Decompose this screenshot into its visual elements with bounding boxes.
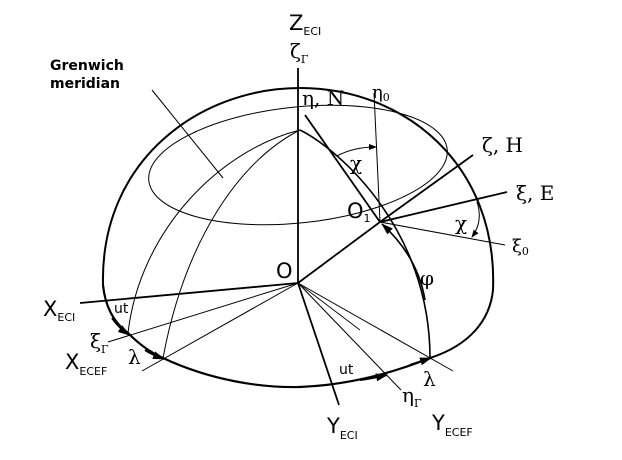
x-ecef-label: XECEF [65,350,107,378]
lambda-arrow-bottom [409,357,432,366]
xi-e-axis [379,191,508,223]
zeta-h-axis [379,154,474,223]
xi-g-line [107,282,299,343]
lambda-arrow-left [144,349,165,360]
chi-top-label: χ [350,151,362,175]
lambda-bottom-label: λ [423,367,436,391]
xi0-label: ξ0 [512,236,529,258]
north-axis [304,114,381,223]
origin-label: O [276,259,293,283]
lambda-left-label: λ [128,345,141,369]
chi-arc-right [471,201,480,238]
chi-right-label: χ [455,211,467,235]
ut-left-label: ut [114,301,129,317]
xi0-line [379,221,506,246]
greenwich-meridian [162,129,301,359]
o1-label: O1 [347,199,371,225]
x-ecef-line [141,282,299,372]
extra-ray [297,282,361,331]
ut-bottom-label: ut [339,362,354,378]
xi-g-label: ξΓ [90,329,109,356]
o-to-o1 [297,221,381,284]
latitude-parallel [148,104,448,226]
ut-arrow-bottom [359,373,388,382]
eta-n-label: η, N [302,86,344,110]
y-eci-axis [297,282,340,406]
eta-g-label: ηΓ [402,383,422,410]
y-eci-label: YECI [326,414,358,442]
meridian-eci [127,129,301,334]
greenwich-label-line1: Grenwich [50,58,124,74]
hemisphere-outline [101,86,495,359]
zeta-g-label: ζΓ [290,39,309,66]
x-eci-axis [79,282,299,304]
greenwich-label-line2: meridian [50,76,120,92]
ut-arrow-left [111,317,130,336]
zeta-h-label: ζ, H [482,133,523,157]
chi-arc-top [336,144,377,157]
z-eci-label: ZECI [289,11,321,38]
y-ecef-line [297,282,454,372]
meridian-o1 [299,129,431,359]
eta0-line [373,92,381,223]
y-ecef-label: YECEF [431,411,473,439]
phi-label: φ [420,266,434,290]
phi-arrow [381,223,426,301]
greenwich-leader [151,89,224,179]
x-eci-label: XECI [43,297,75,324]
eta0-label: η0 [372,82,390,104]
eta-g-line [297,282,402,391]
xi-e-label: ξ, E [516,181,554,205]
